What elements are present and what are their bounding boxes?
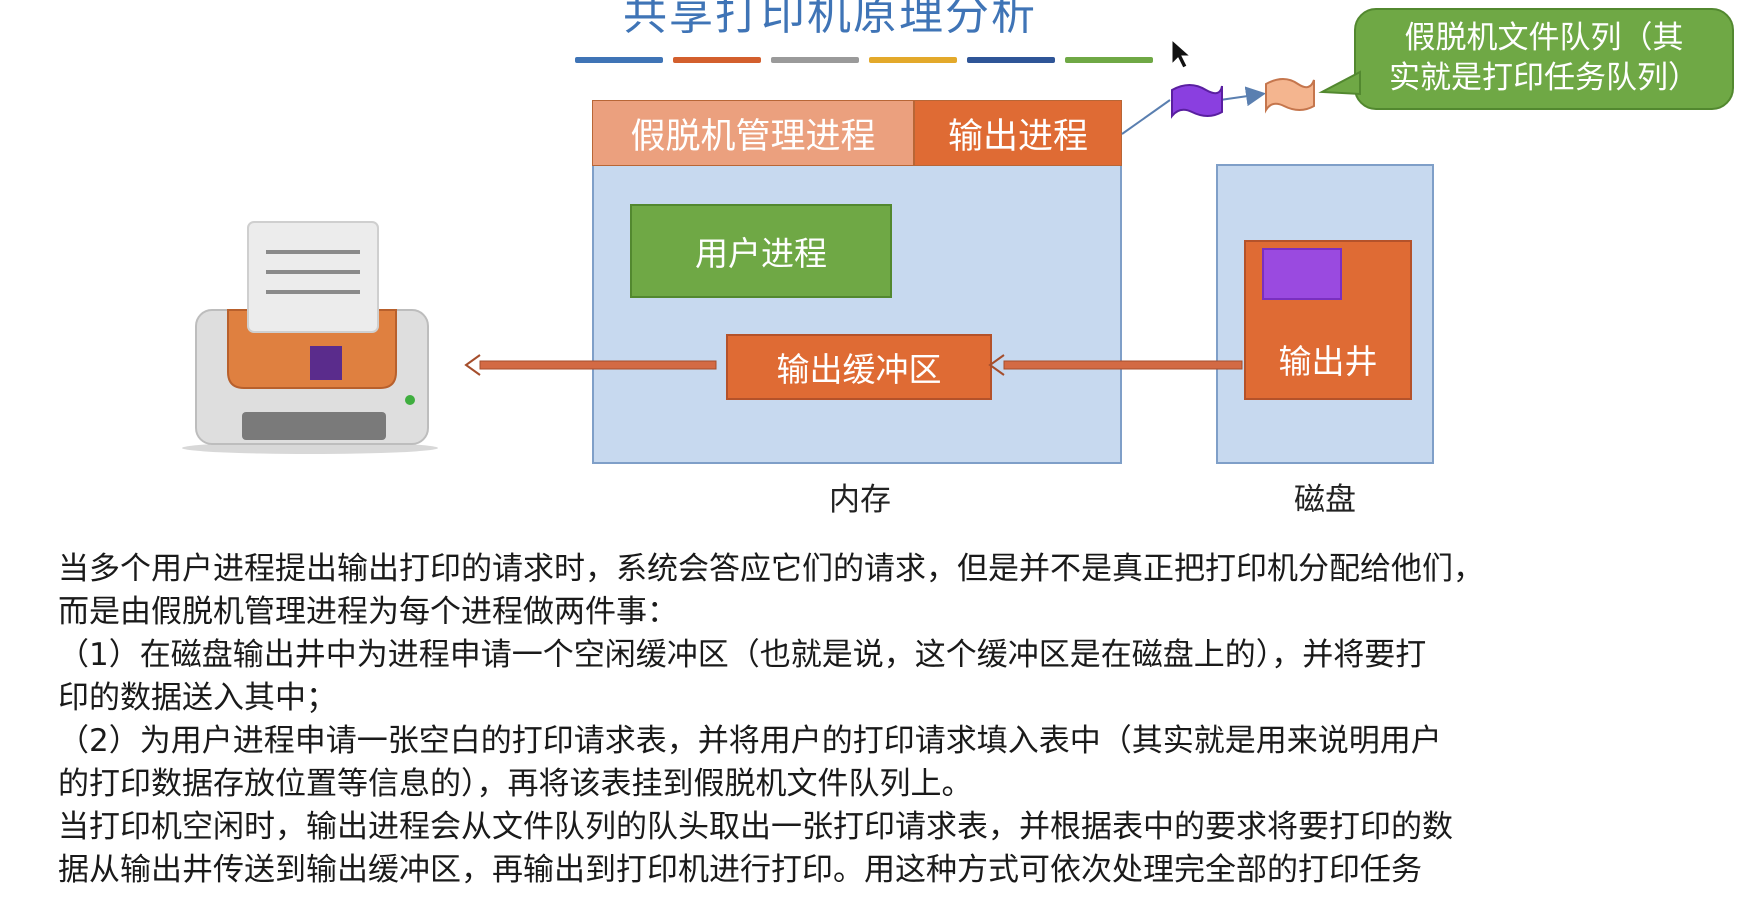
title-stripe: [673, 57, 761, 63]
printer-icon: [182, 221, 438, 454]
title-stripe: [869, 57, 957, 63]
callout-tail: [1318, 70, 1361, 96]
title-stripe: [967, 57, 1055, 63]
arrow-buffer-to-printer: [464, 354, 717, 376]
text-line: 当多个用户进程提出输出打印的请求时，系统会答应它们的请求，但是并不是真正把打印机…: [58, 551, 1484, 587]
output-process: 输出进程: [914, 100, 1122, 166]
disk-label: 磁盘: [1294, 482, 1356, 518]
title-stripe: [575, 57, 663, 63]
text-line: 印的数据送入其中；: [58, 680, 337, 716]
spool-queue-callout: 假脱机文件队列（其 实就是打印任务队列）: [1354, 8, 1734, 110]
callout-line-2: 实就是打印任务队列）: [1389, 60, 1699, 96]
queue-file-flag-icon: [1265, 78, 1315, 114]
output-buffer-box: 输出缓冲区: [726, 334, 992, 400]
title-stripe: [771, 57, 859, 63]
queued-job-block: [1262, 248, 1342, 300]
queue-link-line: [1219, 86, 1266, 107]
queue-link-line: [1121, 99, 1171, 135]
mouse-cursor-icon: [1171, 38, 1192, 69]
text-line: 而是由假脱机管理进程为每个进程做两件事：: [58, 594, 678, 630]
slide-title: 共享打印机原理分析: [623, 0, 1037, 40]
title-stripe: [1065, 57, 1153, 63]
spooling-manager-process: 假脱机管理进程: [592, 100, 914, 166]
explanation-text: 当多个用户进程提出输出打印的请求时，系统会答应它们的请求，但是并不是真正把打印机…: [58, 548, 1718, 892]
output-well-label: 输出井: [1278, 342, 1378, 381]
callout-line-1: 假脱机文件队列（其: [1404, 20, 1684, 56]
memory-label: 内存: [829, 482, 891, 518]
text-line: 的打印数据存放位置等信息的），再将该表挂到假脱机文件队列上。: [58, 766, 973, 802]
text-line: （2）为用户进程申请一张空白的打印请求表，并将用户的打印请求填入表中（其实就是用…: [58, 723, 1442, 759]
text-line: 当打印机空闲时，输出进程会从文件队列的队头取出一张打印请求表，并根据表中的要求将…: [58, 809, 1453, 845]
arrow-well-to-buffer: [988, 354, 1243, 376]
text-line: （1）在磁盘输出井中为进程申请一个空闲缓冲区（也就是说，这个缓冲区是在磁盘上的）…: [58, 637, 1427, 673]
queue-file-flag-icon: [1171, 84, 1223, 119]
text-line: 据从输出井传送到输出缓冲区，再输出到打印机进行打印。用这种方式可依次处理完全部的…: [58, 852, 1422, 888]
user-process-box: 用户进程: [630, 204, 892, 298]
